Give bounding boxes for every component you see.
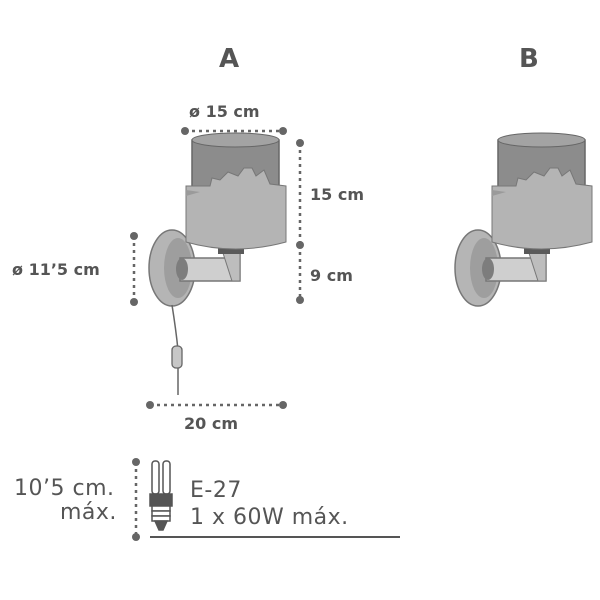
variant-a-label: A xyxy=(219,44,240,74)
shade-diameter-label: ø 15 cm xyxy=(189,102,260,121)
bulb-size-line2: máx. xyxy=(60,500,117,525)
base-diameter-label: ø 11’5 cm xyxy=(12,260,100,279)
dimension-endpoints xyxy=(130,127,304,541)
bulb-icon xyxy=(149,460,173,531)
shade-height-label: 15 cm xyxy=(310,185,364,204)
arm-height-label: 9 cm xyxy=(310,266,353,285)
bulb-socket: E-27 xyxy=(190,478,242,503)
variant-b-label: B xyxy=(519,44,539,74)
bulb-power: 1 x 60W máx. xyxy=(190,505,349,530)
lamp-a-switch xyxy=(171,345,183,369)
lamp-b xyxy=(454,132,593,307)
dimension-lines xyxy=(132,129,302,537)
total-depth-label: 20 cm xyxy=(184,414,238,433)
lamp-a xyxy=(148,132,287,395)
bulb-size-line1: 10’5 cm. xyxy=(14,476,115,501)
